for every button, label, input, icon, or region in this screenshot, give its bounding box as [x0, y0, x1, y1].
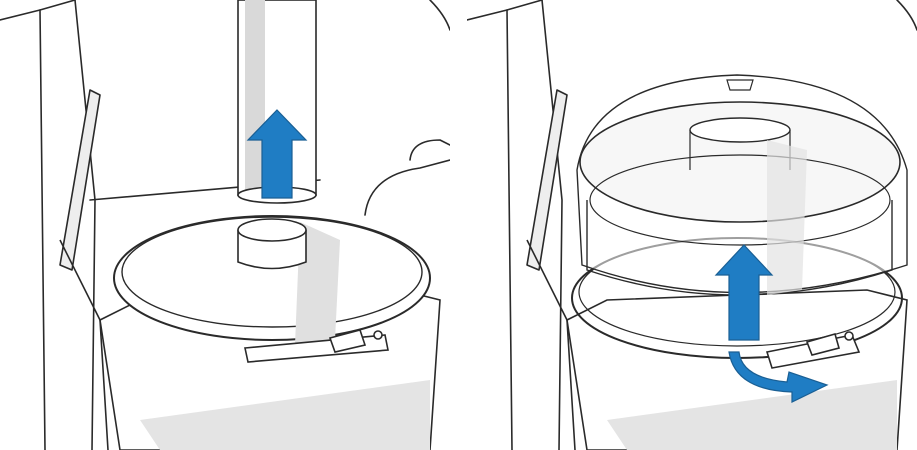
panel-remove-lid-drawing — [467, 0, 917, 450]
arrow-up-icon — [246, 109, 308, 199]
container-lid — [113, 215, 431, 345]
dust-pipe — [237, 0, 317, 204]
arrow-up-icon — [714, 244, 774, 341]
frame-post-2 — [541, 0, 563, 450]
frame-left-post — [0, 9, 46, 450]
right-handle — [409, 139, 450, 161]
panel-remove-lid — [467, 0, 917, 450]
side-rail — [59, 89, 101, 271]
right-unit-outline — [364, 159, 450, 216]
rotate-arrow-icon — [728, 351, 829, 403]
top-right-hose — [429, 0, 450, 31]
frame-top-edge — [506, 0, 543, 11]
lifted-lid — [576, 74, 908, 296]
frame-left-post — [467, 9, 513, 450]
top-right-hose — [896, 0, 917, 31]
clamp-latch — [244, 329, 389, 363]
panel-remove-pipe-drawing — [0, 0, 450, 450]
clamp-latch — [765, 331, 861, 369]
side-rail — [526, 89, 568, 271]
frame-top-edge — [39, 0, 76, 11]
panel-remove-pipe — [0, 0, 450, 450]
